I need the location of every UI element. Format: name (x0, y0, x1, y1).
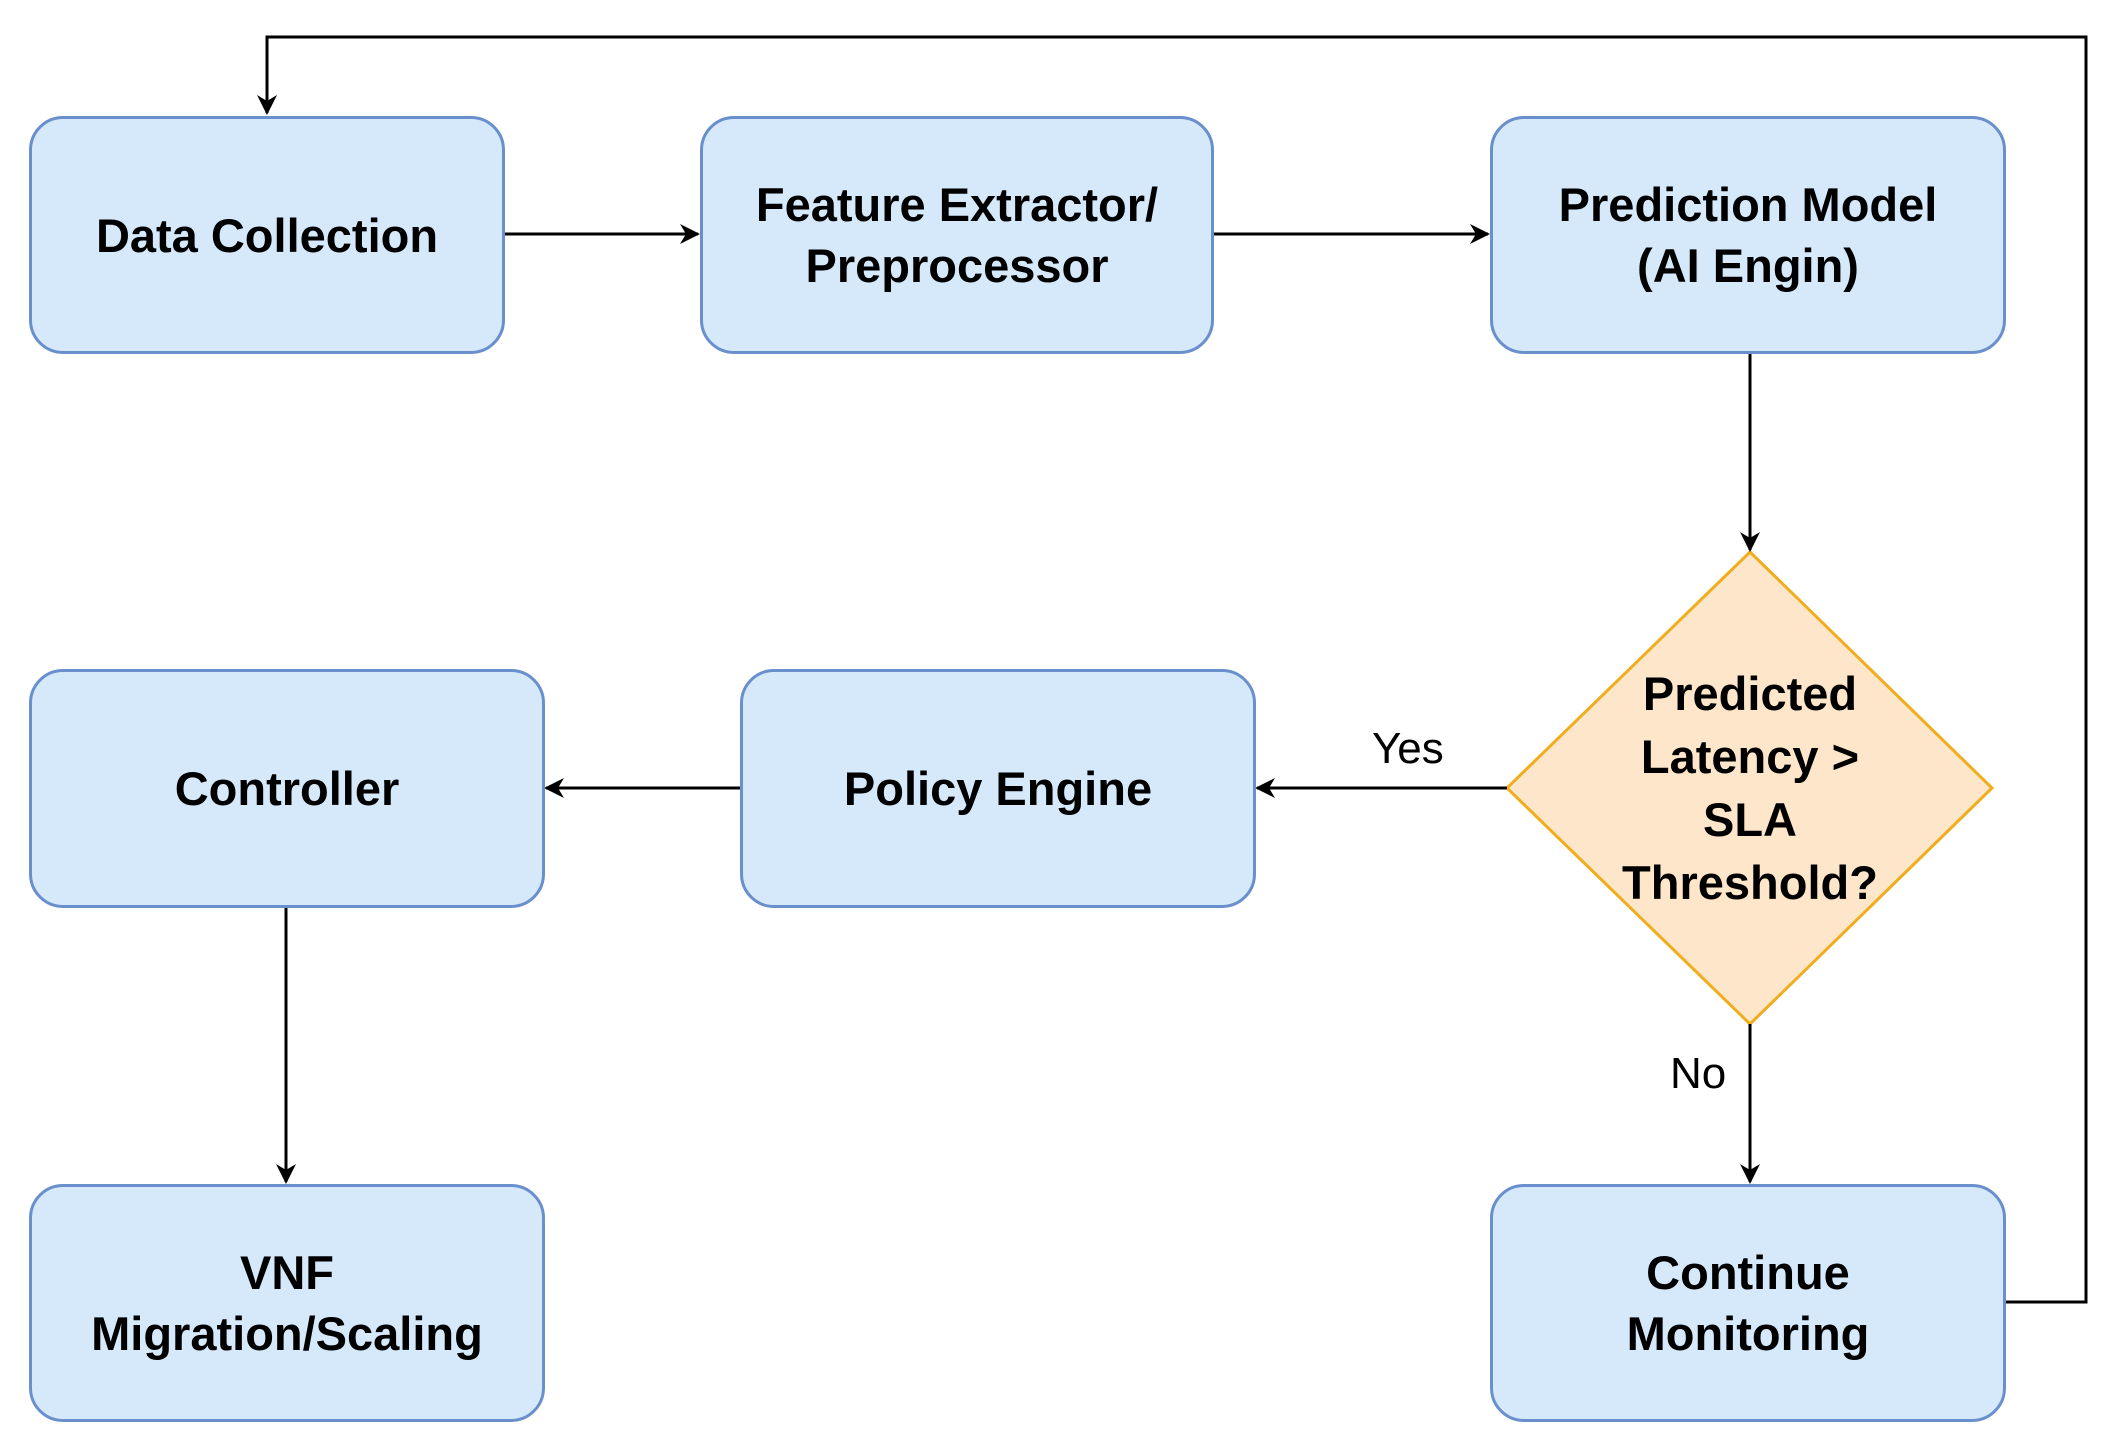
node-prediction-model: Prediction Model (AI Engin) (1490, 116, 2006, 354)
node-policy-engine-line-1: Policy Engine (843, 762, 1153, 815)
edge-label-yes: Yes (1372, 724, 1444, 773)
node-prediction-model-line-1: Prediction Model (1558, 178, 1938, 231)
node-decision-line-3: SLA (1703, 793, 1797, 846)
node-feature-extractor-line-1: Feature Extractor/ (755, 178, 1159, 231)
node-continue-monitoring-line-2: Monitoring (1626, 1307, 1870, 1360)
node-vnf-migration: VNF Migration/Scaling (29, 1184, 545, 1422)
edge-label-no: No (1670, 1049, 1727, 1098)
node-controller: Controller (29, 669, 545, 908)
node-vnf-migration-line-1: VNF (240, 1246, 334, 1299)
node-decision-line-4: Threshold? (1622, 856, 1878, 909)
node-continue-monitoring: Continue Monitoring (1490, 1184, 2006, 1422)
node-controller-line-1: Controller (174, 762, 400, 815)
node-data-collection: Data Collection (29, 116, 505, 354)
node-prediction-model-line-2: (AI Engin) (1637, 239, 1859, 292)
node-vnf-migration-line-2: Migration/Scaling (91, 1307, 483, 1360)
node-decision-line-2: Latency > (1640, 730, 1860, 783)
node-decision-line-1: Predicted (1642, 667, 1858, 720)
node-decision-text: Predicted Latency > SLA Threshold? (1550, 660, 1950, 916)
node-data-collection-line-1: Data Collection (95, 208, 439, 262)
node-feature-extractor-line-2: Preprocessor (805, 239, 1109, 292)
node-continue-monitoring-line-1: Continue (1646, 1246, 1850, 1299)
arrow-monitoring-loop-to-data (257, 35, 2088, 1304)
node-policy-engine: Policy Engine (740, 669, 1256, 908)
node-feature-extractor: Feature Extractor/ Preprocessor (700, 116, 1214, 354)
